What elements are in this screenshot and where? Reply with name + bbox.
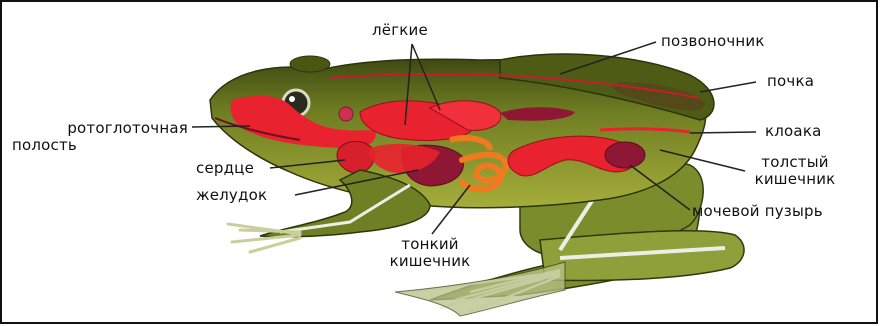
label-bladder: мочевой пузырь	[692, 203, 823, 220]
label-heart: сердце	[196, 160, 254, 177]
label-small-intestine: тонкий кишечник	[368, 236, 492, 270]
label-small-intestine-line2: кишечник	[368, 253, 492, 270]
eye-shine	[289, 96, 295, 102]
hind-foot	[395, 262, 565, 316]
eardrum	[339, 107, 353, 121]
label-small-intestine-line1: тонкий	[368, 236, 492, 253]
label-large-intestine-line1: толстый	[745, 154, 845, 171]
leader-cloaca	[690, 132, 756, 133]
bladder-organ	[605, 142, 645, 168]
label-stomach: желудок	[196, 187, 267, 204]
label-oral-cavity: ротоглоточная полость	[12, 120, 188, 154]
leader-kidney	[700, 82, 756, 92]
label-cloaca: клоака	[765, 123, 821, 140]
label-oral-cavity-line1: ротоглоточная	[12, 120, 188, 137]
label-large-intestine-line2: кишечник	[745, 171, 845, 188]
label-kidney: почка	[767, 73, 814, 90]
label-large-intestine: толстый кишечник	[745, 154, 845, 188]
leader-oral-cavity	[192, 126, 250, 127]
nostril-bump	[290, 56, 330, 72]
label-lungs: лёгкие	[372, 22, 428, 39]
label-oral-cavity-line2: полость	[12, 137, 188, 154]
label-spine: позвоночник	[661, 33, 765, 50]
